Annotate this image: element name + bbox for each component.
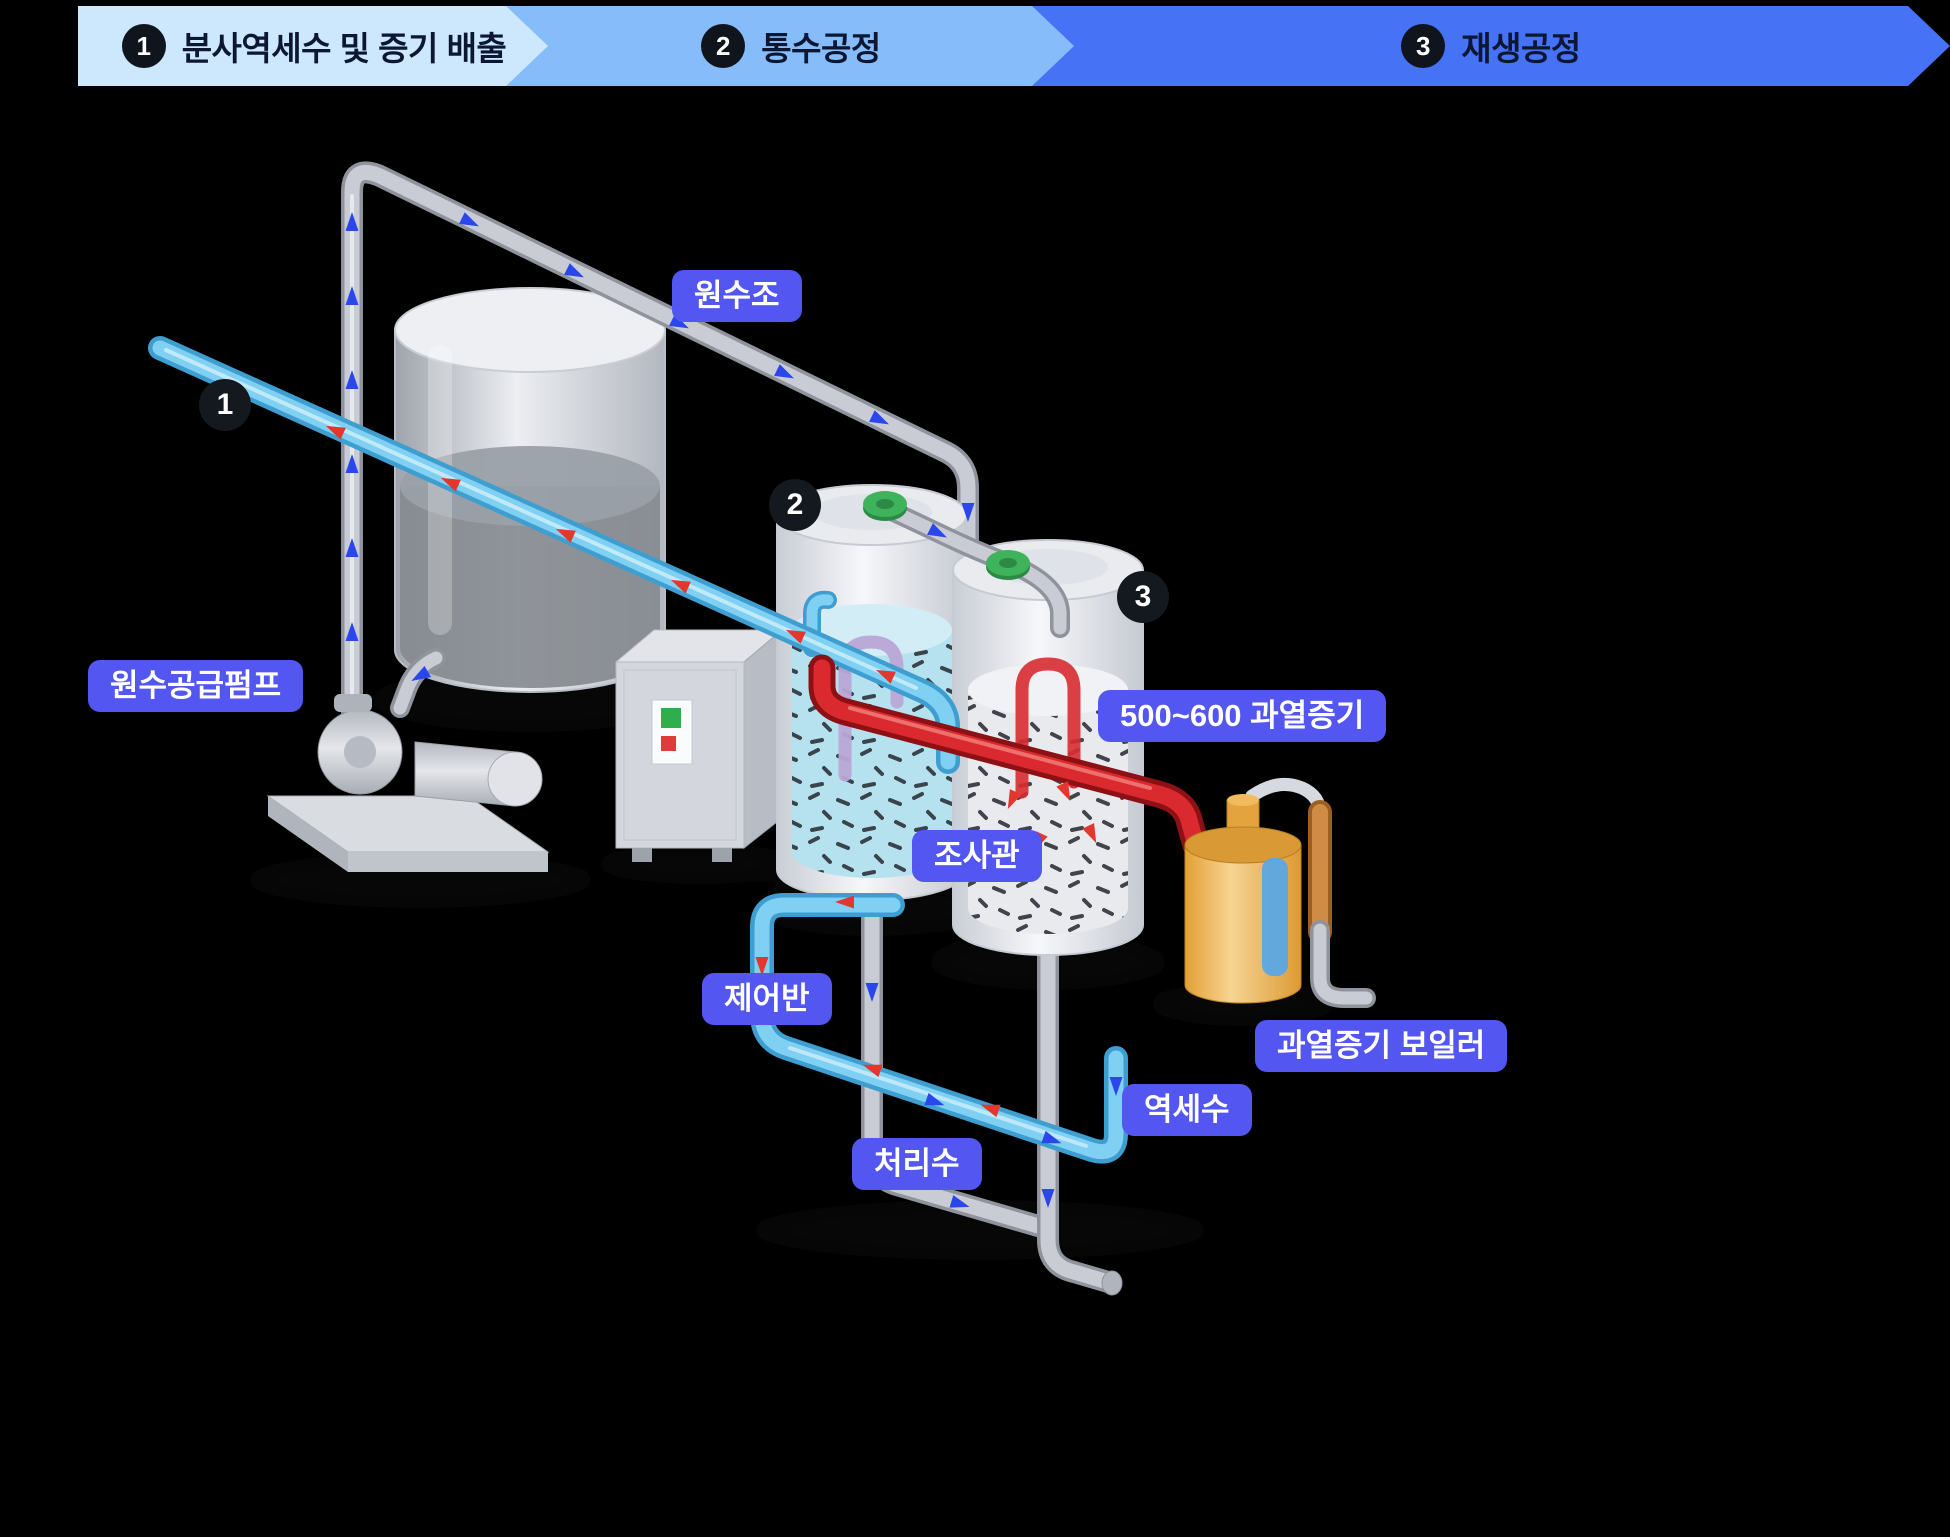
diagram-marker-3: 3: [1117, 571, 1169, 623]
step-1-number-badge: 1: [122, 24, 166, 68]
label-steam-boiler: 과열증기 보일러: [1255, 1020, 1508, 1073]
step-3-regeneration: 3 재생공정: [1032, 6, 1950, 86]
green-valve-fitting-tank3: [986, 550, 1030, 580]
step-1-spray-backwash: 1 분사역세수 및 증기 배출: [78, 6, 550, 86]
step-2-label: 통수공정: [761, 30, 881, 67]
boiler-graphic: [1184, 777, 1376, 1008]
label-raw-water-pump: 원수공급펌프: [88, 660, 304, 713]
riser-pipe: [341, 161, 979, 723]
pump-graphic: [266, 694, 550, 872]
tank-top-pipe: [863, 491, 1070, 638]
step-3-label: 재생공정: [1461, 30, 1581, 67]
label-backwash-water: 역세수: [1122, 1084, 1252, 1137]
label-raw-water-tank: 원수조: [672, 270, 802, 323]
process-steps-header: 1 분사역세수 및 증기 배출 2 통수공정 3 재생공정: [0, 6, 1950, 86]
green-valve-fitting-tank2: [863, 491, 907, 521]
cabinet-red-lamp: [661, 736, 676, 751]
label-inspection-pipe: 조사관: [912, 830, 1042, 883]
bottom-blue-pipe: [750, 893, 1128, 1164]
raw-water-tank-graphic: [390, 287, 666, 718]
step-3-number-badge: 3: [1401, 24, 1445, 68]
steam-pipe: [808, 654, 1210, 859]
diagram-marker-2: 2: [769, 479, 821, 531]
label-control-panel: 제어반: [702, 973, 832, 1026]
step-1-label: 분사역세수 및 증기 배출: [181, 30, 507, 67]
cabinet-green-lamp: [661, 708, 681, 728]
diagram-marker-1: 1: [199, 379, 251, 431]
label-superheated-steam: 500~600 과열증기: [1098, 690, 1387, 743]
step-2-number-badge: 2: [701, 24, 745, 68]
step-2-water-passing: 2 통수공정: [506, 6, 1076, 86]
control-cabinet-graphic: [614, 628, 784, 862]
label-treated-water: 처리수: [852, 1138, 982, 1191]
